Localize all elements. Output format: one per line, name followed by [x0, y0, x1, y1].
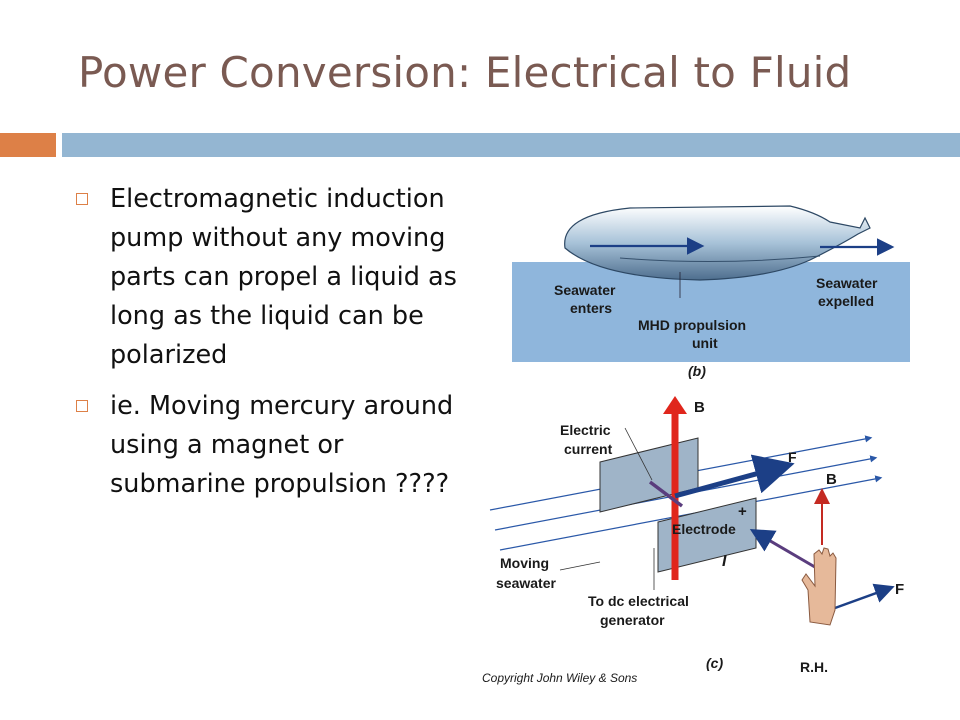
bullet-item: Electromagnetic induction pump without a… [76, 180, 476, 375]
label-hand-f: F [895, 581, 904, 598]
force-arrow [674, 454, 795, 499]
label-dc-generator: To dc electrical [588, 593, 689, 609]
electric-leader-line [624, 427, 653, 481]
label-electrode: Electrode [672, 521, 736, 537]
label-b-field: B [694, 399, 705, 416]
slide-title: Power Conversion: Electrical to Fluid [78, 48, 852, 97]
label-rh: R.H. [800, 659, 828, 675]
moving-leader-line [559, 561, 601, 571]
label-hand-b: B [826, 471, 837, 488]
current-arrow [648, 480, 684, 508]
label-moving-seawater: Moving [500, 555, 549, 571]
bullet-item: ie. Moving mercury around using a magnet… [76, 387, 476, 504]
label-seawater-expelled: Seawater [816, 275, 878, 291]
accent-bar-orange [0, 133, 56, 157]
label-force: F [788, 449, 797, 465]
accent-bar-blue [62, 133, 960, 157]
bullet-text: Electromagnetic induction pump without a… [110, 184, 457, 370]
label-plus: + [738, 503, 747, 520]
bullet-list: Electromagnetic induction pump without a… [76, 180, 476, 516]
mhd-illustration: Seawater enters Seawater expelled MHD pr… [482, 205, 910, 685]
label-seawater-enters-2: enters [570, 300, 612, 316]
panel-label-c: (c) [706, 655, 723, 671]
b-field-arrowhead [663, 396, 687, 414]
hand-force-arrow [834, 583, 895, 610]
hull-seam [619, 255, 821, 263]
copyright-note: Copyright John Wiley & Sons [482, 671, 637, 685]
bullet-text: ie. Moving mercury around using a magnet… [110, 391, 454, 499]
label-seawater-enters: Seawater [554, 282, 616, 298]
hand-current-arrow [749, 528, 821, 572]
label-moving-seawater-2: seawater [496, 575, 556, 591]
label-electric-current: Electric [560, 422, 611, 438]
panel-label-b: (b) [688, 363, 706, 379]
label-electric-current-2: current [564, 441, 613, 457]
right-hand-icon [801, 547, 837, 626]
label-current-i: I [722, 553, 727, 570]
label-seawater-expelled-2: expelled [818, 293, 874, 309]
label-dc-generator-2: generator [600, 612, 665, 628]
square-bullet-icon [76, 400, 88, 412]
label-mhd-unit: MHD propulsion [638, 317, 746, 333]
label-mhd-unit-2: unit [692, 335, 718, 351]
mhd-figure: Seawater enters Seawater expelled MHD pr… [470, 170, 940, 690]
square-bullet-icon [76, 193, 88, 205]
